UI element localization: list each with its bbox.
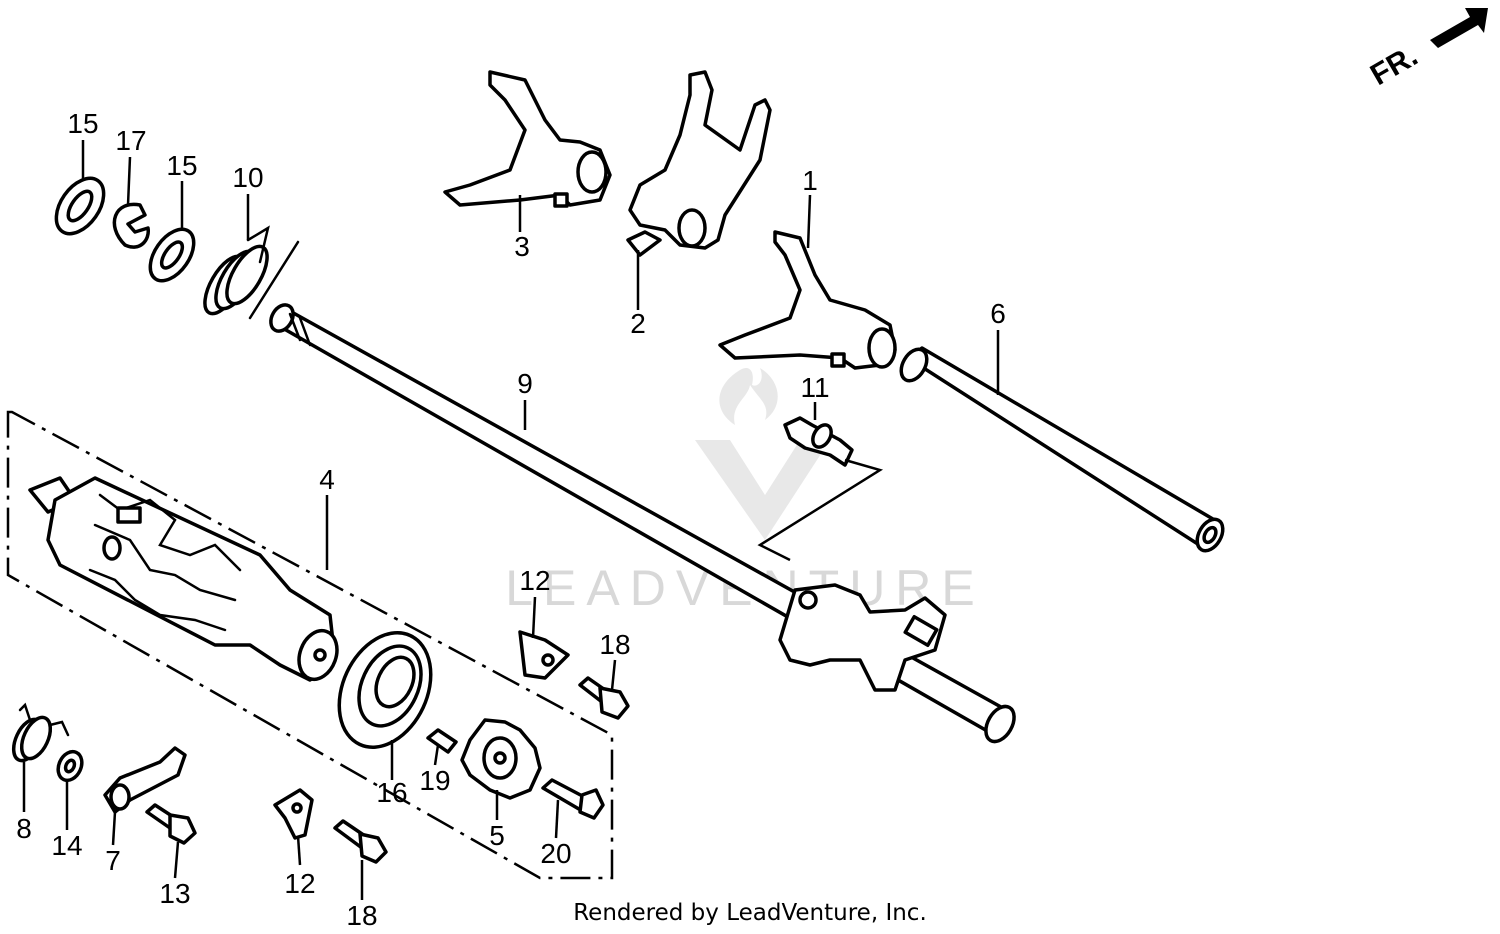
callout-13: 13	[159, 878, 190, 909]
callout-19: 19	[419, 765, 450, 796]
stopper-arm-part-7	[103, 746, 187, 814]
assembly-outline	[6, 410, 614, 880]
pin-part-11	[783, 416, 854, 467]
callout-14: 14	[51, 830, 82, 861]
callout-7: 7	[105, 845, 121, 876]
callout-17: 17	[115, 125, 146, 156]
callout-11: 11	[800, 372, 829, 403]
callout-5: 5	[489, 820, 505, 851]
pin-leader-line	[757, 458, 884, 562]
bearing-part-16	[337, 631, 433, 749]
washer-part-15-top	[54, 176, 106, 236]
callout-1: 1	[802, 165, 818, 196]
bolt-part-18-upper	[578, 676, 630, 720]
clip-part-17	[112, 202, 150, 249]
front-direction-arrow: FR.	[1365, 8, 1488, 92]
callout-18-upper: 18	[599, 629, 630, 660]
callout-20: 20	[540, 838, 571, 869]
front-label: FR.	[1365, 39, 1423, 92]
washer-part-15-second	[148, 227, 196, 283]
shift-drum-part-4	[28, 476, 339, 682]
render-credit: Rendered by LeadVenture, Inc.	[573, 900, 927, 926]
callout-labels: 15 17 15 10 3 2 1 6 9 11 4 12 18 16 19 5…	[16, 108, 1006, 931]
callout-6: 6	[990, 298, 1006, 329]
callout-12-upper: 12	[519, 565, 550, 596]
leader-lines	[22, 140, 1000, 900]
callout-15-top: 15	[67, 108, 98, 139]
shift-fork-part-1	[718, 230, 897, 370]
callout-4: 4	[319, 464, 335, 495]
stopper-plate-part-12-upper	[518, 630, 570, 680]
callout-8: 8	[16, 813, 32, 844]
shift-fork-part-2	[626, 70, 772, 257]
callout-10: 10	[232, 162, 263, 193]
shift-spindle-part-9	[269, 303, 1016, 744]
washer-part-14	[56, 749, 84, 783]
shift-fork-part-3	[443, 70, 612, 208]
stopper-plate-part-12-lower	[273, 788, 314, 840]
callout-2: 2	[630, 308, 646, 339]
watermark-logo	[695, 367, 830, 540]
callout-15-second: 15	[166, 150, 197, 181]
callout-16: 16	[376, 777, 407, 808]
callout-12-lower: 12	[284, 868, 315, 899]
dowel-pin-part-19	[426, 728, 458, 754]
fork-shaft-part-6	[899, 346, 1225, 553]
bolt-part-18-lower	[333, 819, 388, 864]
bolt-part-13	[145, 803, 197, 845]
shift-drum-center-part-5	[460, 718, 542, 800]
bolt-part-20	[541, 778, 605, 820]
spring-part-10	[203, 225, 300, 320]
callout-3: 3	[514, 231, 530, 262]
spring-part-8	[11, 702, 70, 763]
callout-9: 9	[517, 368, 533, 399]
callout-18-lower: 18	[346, 900, 377, 931]
